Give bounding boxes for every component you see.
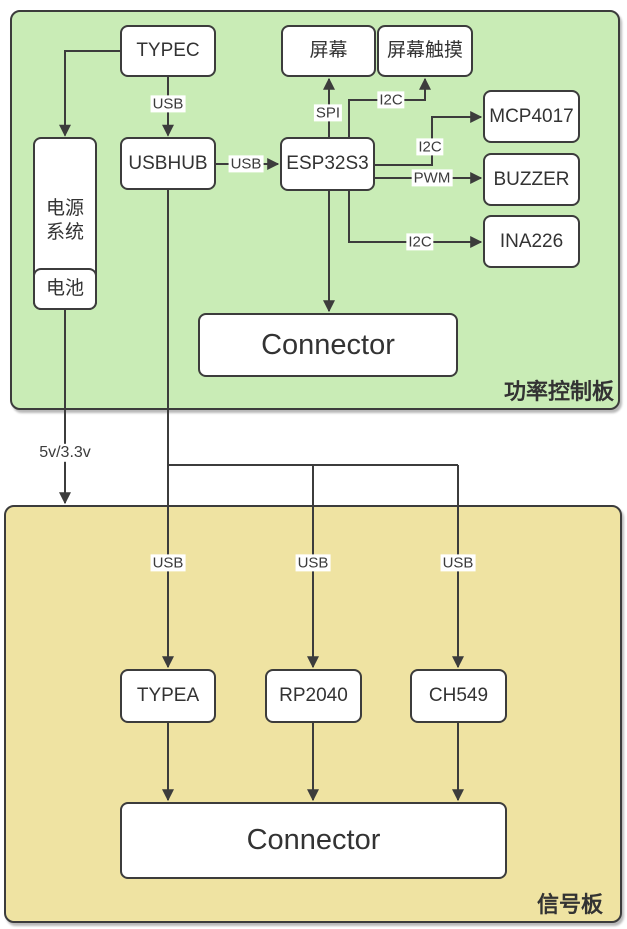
node-battery: 电池	[33, 268, 97, 310]
edge-label-i2c-ina226: I2C	[406, 233, 434, 251]
node-mcp4017: MCP4017	[483, 90, 580, 143]
edge-label-usb-ch549: USB	[440, 554, 476, 572]
node-usbhub: USBHUB	[120, 137, 216, 190]
node-typea: TYPEA	[120, 669, 216, 723]
edge-label-usb-rp2040: USB	[295, 554, 331, 572]
edge-label-i2c-mcp4017: I2C	[416, 138, 444, 156]
edge-label-usb-typea: USB	[150, 554, 186, 572]
edge-label-usb-esp32s3: USB	[228, 155, 264, 173]
edge-label-i2c-screen-touch: I2C	[377, 91, 405, 109]
edge-label-spi: SPI	[313, 104, 343, 122]
node-signal-connector: Connector	[120, 802, 507, 879]
node-ina226: INA226	[483, 215, 580, 268]
node-power-connector: Connector	[198, 313, 458, 377]
edge-label-pwm: PWM	[411, 169, 453, 187]
edge-esp32s3-to-ina226	[348, 191, 483, 248]
node-esp32s3: ESP32S3	[280, 137, 375, 191]
power-board-label: 功率控制板	[503, 378, 614, 404]
edge-typec-to-power-system	[59, 50, 120, 137]
node-screen: 屏幕	[281, 25, 376, 77]
node-buzzer: BUZZER	[483, 153, 580, 206]
node-ch549: CH549	[410, 669, 507, 723]
edge-label-5v-3v3: 5v/3.3v	[37, 443, 93, 463]
node-typec: TYPEC	[120, 25, 216, 77]
node-screen-touch: 屏幕触摸	[377, 25, 473, 77]
signal-board-label: 信号板	[536, 891, 603, 917]
node-rp2040: RP2040	[265, 669, 362, 723]
edge-label-usb-typec: USB	[150, 95, 186, 113]
